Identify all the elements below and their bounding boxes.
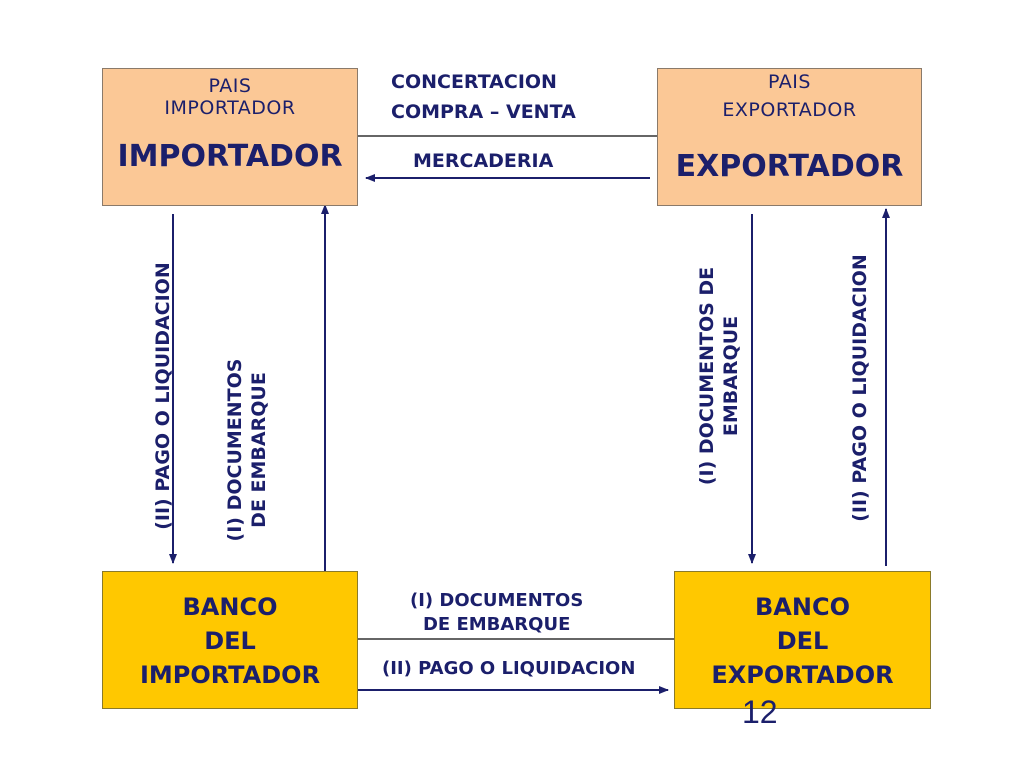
right-documents-label-line1: (I) DOCUMENTOS DE xyxy=(696,266,718,486)
importer-bank-line2: DEL xyxy=(204,627,256,655)
importer-country-line1: PAIS xyxy=(208,75,252,97)
bottom-documents-label-line2: DE EMBARQUE xyxy=(422,614,571,635)
left-documents-label-line1: (I) DOCUMENTOS xyxy=(224,358,246,542)
left-payment-label: (II) PAGO O LIQUIDACION xyxy=(152,262,174,530)
concertacion-label-line1: CONCERTACION xyxy=(391,71,557,93)
left-documents-label-line2: DE EMBARQUE xyxy=(248,372,270,528)
left-documents-label: (I) DOCUMENTOS DE EMBARQUE xyxy=(223,350,271,550)
exporter-bank-line1: BANCO xyxy=(755,593,850,621)
bottom-documents-label: (I) DOCUMENTOS DE EMBARQUE xyxy=(410,589,583,637)
concertacion-label: CONCERTACION COMPRA – VENTA xyxy=(391,70,576,124)
exporter-title: EXPORTADOR xyxy=(675,149,904,184)
page-number: 12 xyxy=(742,694,778,730)
importer-title: IMPORTADOR xyxy=(117,139,343,174)
exporter-country-line2: EXPORTADOR xyxy=(722,99,857,121)
importer-bank-box: BANCO DEL IMPORTADOR xyxy=(102,571,358,709)
importer-country-line2: IMPORTADOR xyxy=(164,97,296,119)
bottom-payment-label: (II) PAGO O LIQUIDACION xyxy=(382,658,636,679)
concertacion-label-line2: COMPRA – VENTA xyxy=(391,101,576,123)
exporter-bank-line2: DEL xyxy=(776,627,829,655)
exporter-bank-line3: EXPORTADOR xyxy=(711,661,894,689)
importer-country-box: PAIS IMPORTADOR IMPORTADOR xyxy=(102,68,358,206)
importer-bank-line3: IMPORTADOR xyxy=(139,661,321,689)
bottom-documents-label-line1: (I) DOCUMENTOS xyxy=(410,590,584,611)
importer-bank-line1: BANCO xyxy=(182,593,278,621)
exporter-bank-box: BANCO DEL EXPORTADOR xyxy=(674,571,931,709)
right-documents-label: (I) DOCUMENTOS DE EMBARQUE xyxy=(695,261,743,491)
right-payment-label: (II) PAGO O LIQUIDACION xyxy=(849,254,871,522)
mercaderia-label: MERCADERIA xyxy=(413,150,554,172)
exporter-country-line1: PAIS xyxy=(768,71,811,93)
exporter-country-box: PAIS EXPORTADOR EXPORTADOR xyxy=(657,68,922,206)
right-documents-label-line2: EMBARQUE xyxy=(720,315,742,437)
